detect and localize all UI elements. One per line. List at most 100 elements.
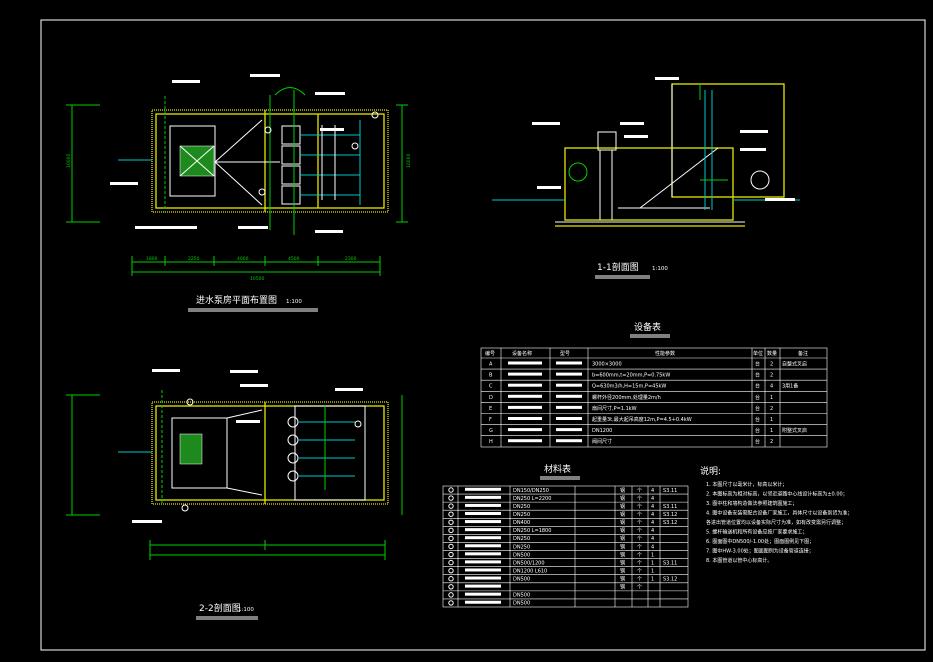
mat-row-spec: DN500 [513, 601, 530, 607]
mat-row-qty: 4 [651, 504, 654, 510]
eq-row-unit: 台 [755, 416, 760, 423]
mat-row-unit: 个 [637, 512, 642, 518]
eq-row-unit: 台 [755, 372, 760, 379]
mat-row-material: 钢 [620, 535, 625, 542]
mat-row-unit: 个 [637, 544, 642, 550]
eq-row-no: C [489, 384, 493, 390]
mat-row-qty: 4 [651, 544, 654, 550]
eq-row-qty: 1 [770, 417, 773, 423]
mat-row-spec: DN250 [513, 512, 530, 518]
mat-row-name-redacted [465, 552, 501, 556]
mat-row-marker [448, 503, 454, 509]
mat-row-marker [448, 592, 454, 598]
eq-row-name-redacted [508, 372, 542, 376]
mat-row-spec: DN250 [513, 544, 530, 550]
mat-row-name-redacted [465, 487, 501, 491]
mat-row-note: S3.12 [663, 512, 677, 518]
mat-row-unit: 个 [637, 577, 642, 583]
eq-row-qty: 1 [770, 395, 773, 401]
eq-row-spec: 扇间尺寸,P=1.1kW [592, 405, 637, 412]
mat-row-unit: 个 [637, 520, 642, 526]
mat-row-qty: 1 [651, 577, 654, 583]
dim-plan-4: 4500 [288, 256, 300, 262]
dim-plan-2: 2250 [188, 256, 200, 262]
eq-row-qty: 2 [770, 362, 773, 368]
sheet-border [40, 19, 926, 651]
eq-row-name-redacted [508, 361, 542, 365]
eq-header-spec: 性能参数 [655, 350, 675, 357]
eq-row-unit: 台 [755, 383, 760, 390]
eq-header-qty: 数量 [767, 350, 777, 357]
mat-row-marker [448, 567, 454, 574]
eq-row-spec: 螺杆外径200mm,处理量2m/h [592, 394, 661, 401]
mat-row-marker [448, 576, 454, 582]
eq-row-model-redacted [556, 405, 582, 409]
eq-row-model-redacted [556, 372, 582, 376]
mat-row-note: S3.11 [663, 488, 677, 494]
mat-row-spec: DN250 [513, 536, 530, 542]
mat-row-marker [448, 511, 454, 517]
mat-row-unit: 个 [637, 504, 642, 510]
mat-row-name-redacted [465, 528, 501, 532]
eq-row-spec: b=600mm,t=20mm,P=0.75kW [592, 373, 670, 379]
mat-row-qty: 4 [651, 528, 654, 534]
eq-row-no: G [489, 428, 493, 434]
eq-row-qty: 2 [770, 406, 773, 412]
eq-row-no: F [489, 417, 492, 423]
mat-row-qty: 4 [651, 512, 654, 518]
eq-row-no: E [489, 406, 492, 412]
mat-row-unit: 个 [637, 552, 642, 558]
mat-row-note: S3.12 [663, 520, 677, 526]
mat-row-name-redacted [465, 560, 501, 564]
eq-header-no: 编号 [485, 350, 495, 357]
eq-row-unit: 台 [755, 405, 760, 412]
mat-row-unit: 个 [637, 488, 642, 494]
eq-row-no: D [489, 395, 493, 401]
mat-row-spec: DN500 [513, 577, 530, 583]
mat-row-material: 钢 [620, 503, 625, 510]
mat-row-spec: DN500/1200 [513, 560, 545, 566]
eq-row-spec: DN1200 [592, 428, 612, 434]
eq-row-unit: 台 [755, 361, 760, 368]
eq-row-name-redacted [508, 428, 542, 432]
mat-row-marker [448, 551, 454, 558]
eq-row-model-redacted [556, 394, 582, 398]
eq-row-note: 自整式叉启 [782, 361, 807, 368]
eq-row-spec: Q=630m3/h,H=15m,P=45kW [592, 384, 666, 390]
mat-row-spec: DN250 [513, 504, 530, 510]
note-line: 8. 本图管道以管中心标高计。 [706, 557, 772, 564]
eq-row-qty: 2 [770, 439, 773, 445]
mat-row-note: S3.11 [663, 504, 677, 510]
note-line: 4. 图中设备安装需配合设备厂家施工，具体尺寸以设备到货为准； [706, 510, 852, 517]
eq-row-no: A [489, 362, 493, 368]
eq-header-note: 备注 [798, 350, 808, 357]
eq-row-spec: 起重量3t,最大起吊高度12m,P=4.5+0.4kW [592, 416, 692, 423]
mat-row-marker [448, 600, 454, 606]
eq-row-name-redacted [508, 417, 542, 420]
mat-row-qty: 4 [651, 496, 654, 502]
mat-row-note: S3.12 [663, 577, 677, 583]
mat-row-qty: 1 [651, 552, 654, 558]
mat-row-spec: DN500 [513, 593, 530, 599]
note-line: 1. 本图尺寸以毫米计，标高以米计； [706, 481, 787, 488]
mat-row-material: 钢 [620, 527, 625, 534]
section11-scale: 1:100 [652, 266, 668, 272]
mat-row-marker [448, 527, 454, 534]
eq-header-unit: 单位 [753, 350, 763, 357]
note-line: 5. 螺杆输送机和所有设备应按厂家要求施工； [706, 529, 807, 536]
dim-plan-right: 10000 [406, 154, 412, 168]
plan-view: 1800 2250 4000 4500 2300 10500 10000 100… [66, 74, 412, 312]
eq-row-name-redacted [508, 405, 542, 409]
section22-title: 2-2剖面图 [199, 602, 241, 614]
note-line: 7. 图中HW-3.00处；图面图例为设备管道连接； [706, 548, 814, 555]
eq-row-qty: 4 [770, 384, 773, 390]
mat-row-qty: 4 [651, 520, 654, 526]
mat-row-unit: 个 [637, 528, 642, 534]
plan-scale: 1:100 [286, 299, 302, 305]
eq-row-qty: 2 [770, 373, 773, 379]
mat-row-material: 钢 [620, 551, 625, 558]
note-line: 6. 图面图中DN500/-1.00处；图面图例见下图； [706, 538, 814, 545]
mat-row-unit: 个 [637, 568, 642, 574]
